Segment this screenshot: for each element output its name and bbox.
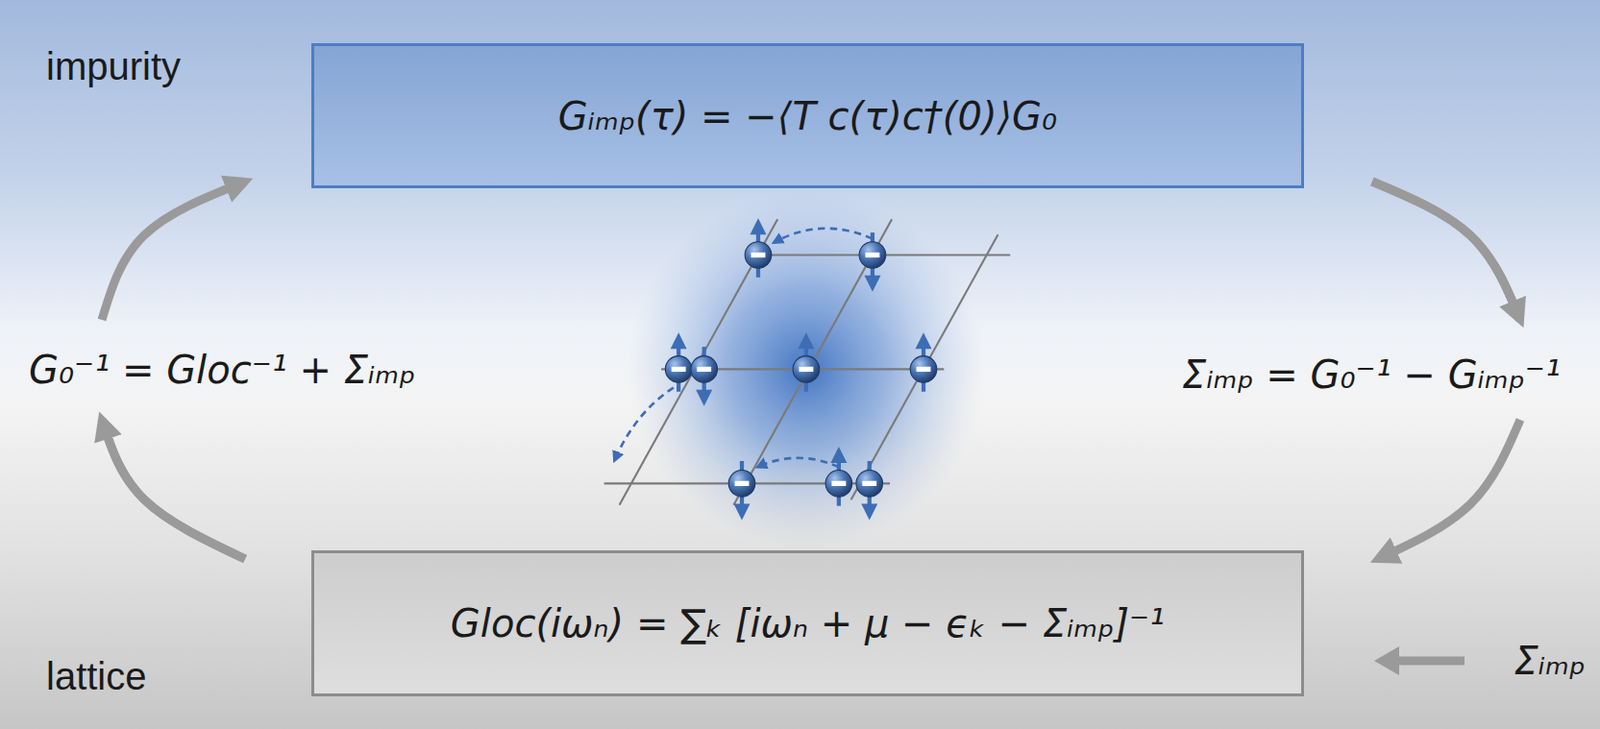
impurity-solver-box: Gᵢₘₚ(τ) = −⟨T c(τ)c†(0)⟩G₀ (311, 43, 1305, 189)
electron-spin (856, 461, 884, 521)
electron-spin (728, 461, 756, 521)
electron-spin (664, 332, 692, 393)
input-label: Σᵢₘₚ (1514, 638, 1586, 685)
lattice-box: Gloc(iωₙ) = ∑ₖ [iωₙ + μ − ϵₖ − Σᵢₘₚ]⁻¹ (311, 550, 1305, 697)
electron-spin (690, 346, 718, 407)
cycle-arrow-segment (101, 419, 246, 560)
electron-spin (744, 218, 772, 278)
section-label: lattice (46, 653, 148, 700)
electron-spin (825, 446, 853, 507)
electron-spin (792, 332, 820, 393)
formula-text: Gᵢₘₚ(τ) = −⟨T c(τ)c†(0)⟩G₀ (558, 93, 1058, 140)
lattice-line (619, 219, 779, 505)
section-label: impurity (46, 43, 181, 90)
hopping-arrow (614, 388, 674, 462)
hopping-arrow (773, 228, 873, 244)
update-formula: Σᵢₘₚ = G₀⁻¹ − Gᵢₘₚ⁻¹ (1181, 351, 1561, 398)
glow (627, 191, 985, 549)
cycle-arrow-segment (1372, 181, 1521, 320)
update-formula: G₀⁻¹ = Gloc⁻¹ + Σᵢₘₚ (28, 346, 416, 394)
electron-spin (910, 332, 937, 393)
hopping-arrow (757, 458, 839, 468)
formula-text: Gloc(iωₙ) = ∑ₖ [iωₙ + μ − ϵₖ − Σᵢₘₚ]⁻¹ (450, 600, 1165, 647)
electron-spin (859, 232, 887, 293)
input-arrow (1395, 657, 1465, 666)
input-arrowhead (1374, 646, 1400, 676)
